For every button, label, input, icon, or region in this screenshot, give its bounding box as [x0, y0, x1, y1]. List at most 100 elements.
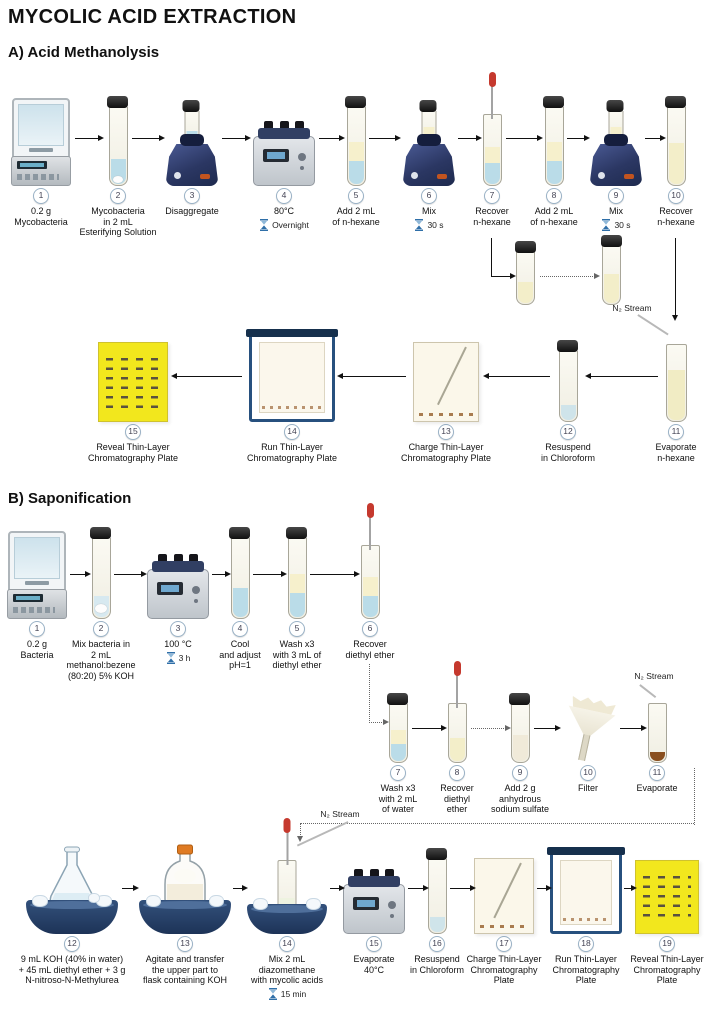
duration: Overnight	[259, 218, 309, 231]
step-a15: 15 Reveal Thin-Layer Chromatography Plat…	[73, 330, 193, 463]
duration-text: Overnight	[272, 219, 309, 230]
step-a11: 11 Evaporate n-hexane	[640, 330, 706, 463]
dotted-flow-arrow	[369, 718, 389, 725]
step-number: 9	[512, 765, 528, 781]
flow-arrow	[620, 724, 647, 731]
test-tube-icon	[345, 96, 366, 186]
pipette-icon	[283, 818, 291, 865]
step-number: 6	[362, 621, 378, 637]
flow-arrow	[491, 272, 516, 279]
flow-arrow	[408, 884, 429, 891]
dotted-flow-line	[300, 823, 694, 824]
step-label: Mix bacteria in 2 mL methanol:bezene (80…	[66, 639, 136, 681]
collection-tube-icon	[600, 235, 622, 305]
step-b5: 5 Wash x3 with 3 mL of diethyl ether	[262, 523, 332, 671]
tlc-chamber-icon	[246, 329, 338, 422]
heat-block-icon	[343, 869, 405, 934]
test-tube-pipette-icon	[482, 72, 502, 186]
step-b15: 15 Evaporate 40°C	[338, 838, 410, 975]
n2-stream-label: N₂ Stream	[320, 809, 360, 819]
step-number: 5	[289, 621, 305, 637]
step-number: 2	[93, 621, 109, 637]
flow-arrow	[70, 570, 91, 577]
step-label: Recover n-hexane	[473, 206, 511, 227]
test-tube-icon	[387, 693, 408, 763]
section-b-heading: B) Saponification	[8, 490, 132, 507]
flow-arrow	[171, 372, 242, 379]
step-label: 0.2 g Bacteria	[20, 639, 54, 660]
step-b10: 10 Filter	[556, 693, 620, 794]
step-label: 100 °C	[164, 639, 192, 649]
test-tube-icon	[426, 848, 447, 934]
step-b12: 12 9 mL KOH (40% in water) + 45 mL dieth…	[0, 838, 144, 986]
step-label: Evaporate	[636, 783, 678, 793]
duration-text: 30 s	[427, 219, 444, 230]
step-b9: 9 Add 2 g anhydrous sodium sulfate	[484, 693, 556, 815]
test-tube-icon	[665, 96, 686, 186]
step-a1: 1 0.2 g Mycobacteria	[3, 86, 79, 227]
step-label: Agitate and transfer the upper part to f…	[142, 954, 228, 986]
flow-arrow-down	[671, 238, 678, 321]
step-label: Filter	[578, 783, 598, 793]
step-label: Charge Thin-Layer Chromatography Plate	[466, 954, 542, 986]
ice-icon	[253, 898, 268, 910]
dotted-flow-line	[694, 768, 695, 825]
step-label: Mix	[609, 206, 623, 216]
heat-block-icon	[253, 121, 315, 186]
step-a13: 13 Charge Thin-Layer Chromatography Plat…	[386, 330, 506, 463]
hourglass-icon	[260, 218, 269, 231]
step-number: 7	[390, 765, 406, 781]
step-number: 6	[421, 188, 437, 204]
collection-tube-icon	[514, 241, 536, 305]
step-label: Mycobacteria in 2 mL Esterifying Solutio…	[79, 206, 157, 238]
step-label: 9 mL KOH (40% in water) + 45 mL diethyl …	[18, 954, 126, 986]
flow-arrow	[319, 134, 345, 141]
flow-arrow	[122, 884, 139, 891]
step-label: Add 2 g anhydrous sodium sulfate	[490, 783, 550, 815]
step-number: 19	[659, 936, 675, 952]
tlc-plate-capillary-icon	[413, 342, 479, 422]
test-tube-icon	[557, 340, 578, 422]
capillary-icon	[436, 346, 466, 405]
flask-ice-bath-icon	[24, 836, 120, 934]
flow-arrow	[585, 372, 658, 379]
flow-line	[491, 238, 492, 276]
step-label: Recover diethyl ether	[440, 783, 474, 815]
flow-arrow	[212, 570, 231, 577]
step-number: 9	[608, 188, 624, 204]
step-b11: 11 Evaporate	[625, 693, 689, 794]
step-b2: 2 Mix bacteria in 2 mL methanol:bezene (…	[57, 523, 145, 681]
test-tube-icon	[286, 527, 307, 619]
step-number: 11	[668, 424, 684, 440]
capillary-icon	[492, 862, 521, 918]
step-number: 15	[125, 424, 141, 440]
step-label: Run Thin-Layer Chromatography Plate	[552, 954, 620, 986]
step-number: 1	[33, 188, 49, 204]
test-tube-icon	[90, 527, 111, 619]
vortex-mixer-icon	[590, 100, 642, 186]
step-number: 14	[284, 424, 300, 440]
step-b6: 6 Recover diethyl ether	[334, 503, 406, 660]
step-label: Add 2 mL of n-hexane	[530, 206, 578, 227]
step-b16: 16 Resuspend in Chloroform	[402, 838, 472, 975]
step-b14: 14 Mix 2 mL diazomethane with mycolic ac…	[239, 818, 335, 1000]
step-number: 12	[560, 424, 576, 440]
step-a10: 10 Recover n-hexane	[646, 86, 706, 227]
flow-arrow	[222, 134, 251, 141]
flow-arrow	[412, 724, 447, 731]
step-b8: 8 Recover diethyl ether	[427, 661, 487, 815]
hourglass-icon	[415, 218, 424, 231]
filter-funnel-icon	[555, 692, 622, 768]
section-a-heading: A) Acid Methanolysis	[8, 44, 160, 61]
step-a12: 12 Resuspend in Chloroform	[528, 330, 608, 463]
analytical-balance-icon	[11, 98, 71, 186]
pipette-icon	[366, 503, 374, 550]
step-label: Mix 2 mL diazomethane with mycolic acids	[250, 954, 324, 986]
flow-arrow	[458, 134, 482, 141]
step-label: Cool and adjust pH=1	[219, 639, 261, 671]
step-label: Disaggregate	[165, 206, 219, 216]
hourglass-icon	[602, 218, 611, 231]
tlc-chamber-icon	[547, 847, 625, 934]
step-label: Wash x3 with 2 mL of water	[378, 783, 418, 815]
